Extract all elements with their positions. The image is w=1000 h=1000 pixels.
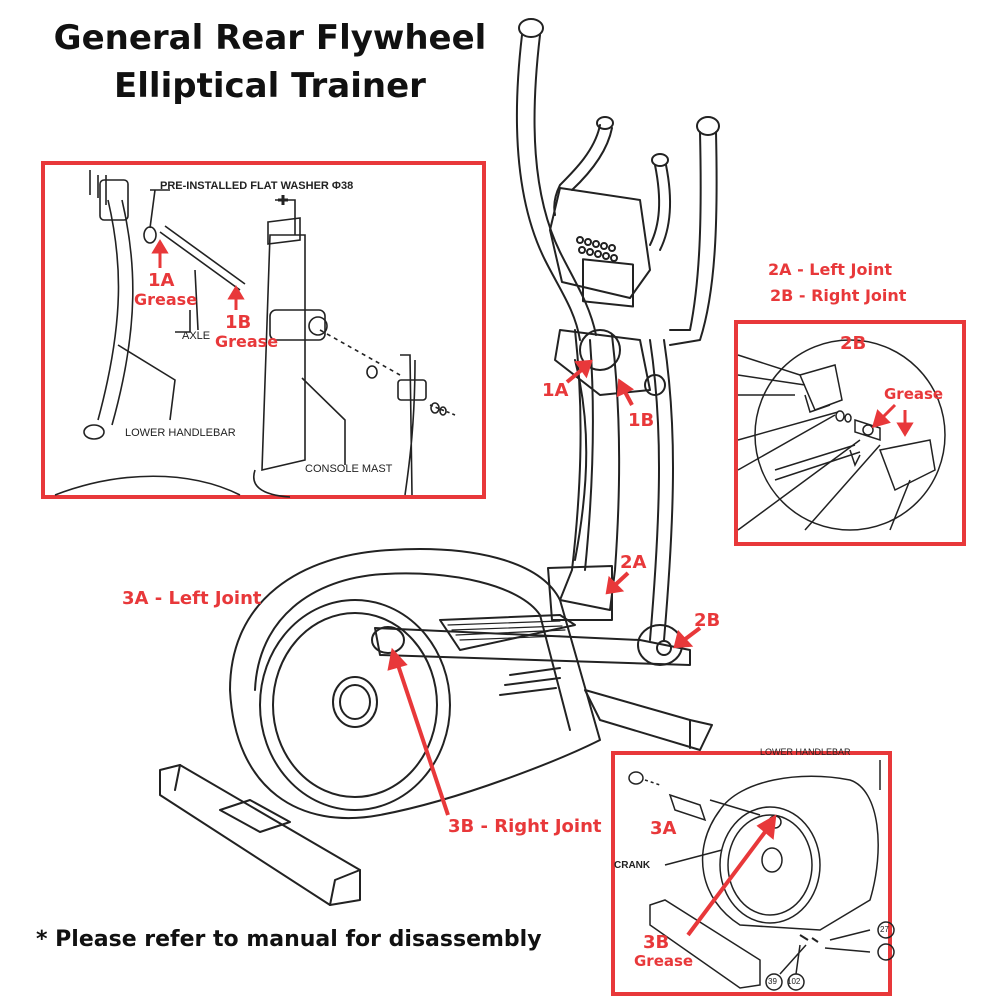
inset-2-grease: Grease: [884, 385, 944, 403]
washer-label: PRE-INSTALLED FLAT WASHER Φ38: [160, 180, 354, 192]
flywheel-disc: [259, 599, 451, 811]
inset-1-grease-1a: Grease: [134, 290, 198, 309]
callout-1b: 1B: [628, 410, 655, 431]
flywheel-housing: [229, 548, 601, 820]
callout-2a: 2A: [620, 552, 647, 573]
flywheel-housing-inner: [254, 572, 571, 731]
front-stabilizer: [159, 764, 361, 906]
callout-1a: 1A: [542, 380, 569, 401]
inset-3-top-label: LOWER HANDLEBAR: [760, 747, 851, 757]
right-upper-handlebar: [669, 131, 702, 331]
console-mast: [559, 329, 621, 611]
disassembly-footnote: * Please refer to manual for disassembly: [36, 927, 542, 952]
inset-2-frame: [734, 320, 966, 546]
callout-3a-left-joint: 3A - Left Joint: [122, 588, 262, 609]
inset-1-grease-1b: Grease: [215, 332, 279, 351]
callout-3b-right-joint: 3B - Right Joint: [448, 816, 602, 837]
console-buttons: [576, 236, 618, 262]
inset-1-frame: [41, 161, 486, 499]
crank-label: CRANK: [614, 860, 651, 871]
flywheel-disc-inner: [272, 612, 438, 798]
inset-3-label-3b: 3B: [643, 932, 670, 953]
lower-handlebar-label: LOWER HANDLEBAR: [125, 427, 236, 439]
part-number-102: 102: [787, 977, 801, 986]
callout-2b: 2B: [694, 610, 721, 631]
inset-2-label-2b: 2B: [840, 333, 867, 354]
flywheel-hub: [332, 676, 378, 728]
flywheel-hub-inner: [339, 684, 371, 720]
joint-2a-header: 2A - Left Joint: [768, 260, 892, 279]
console-box: [549, 187, 651, 299]
title-line-1: General Rear Flywheel: [53, 18, 487, 58]
rear-stabilizer: [584, 689, 713, 751]
pivot-joint: [554, 329, 651, 396]
part-number-27: 27: [880, 925, 889, 934]
left-lower-handlebar: [574, 359, 588, 561]
inset-1-label-1b: 1B: [225, 312, 252, 333]
part-number-39: 39: [768, 977, 777, 986]
left-upper-handlebar: [515, 34, 581, 341]
pedal: [439, 614, 576, 651]
joint-2b-header: 2B - Right Joint: [770, 286, 907, 305]
inset-2-magnifier: [754, 339, 946, 531]
right-lower-handlebar: [649, 339, 660, 641]
inset-1-label-1a: 1A: [148, 270, 175, 291]
title-line-2: Elliptical Trainer: [114, 66, 426, 106]
console-mast-label: CONSOLE MAST: [305, 463, 393, 475]
axle-label: AXLE: [182, 330, 211, 342]
inset-3-grease: Grease: [634, 952, 694, 970]
inset-3-label-3a: 3A: [650, 818, 677, 839]
